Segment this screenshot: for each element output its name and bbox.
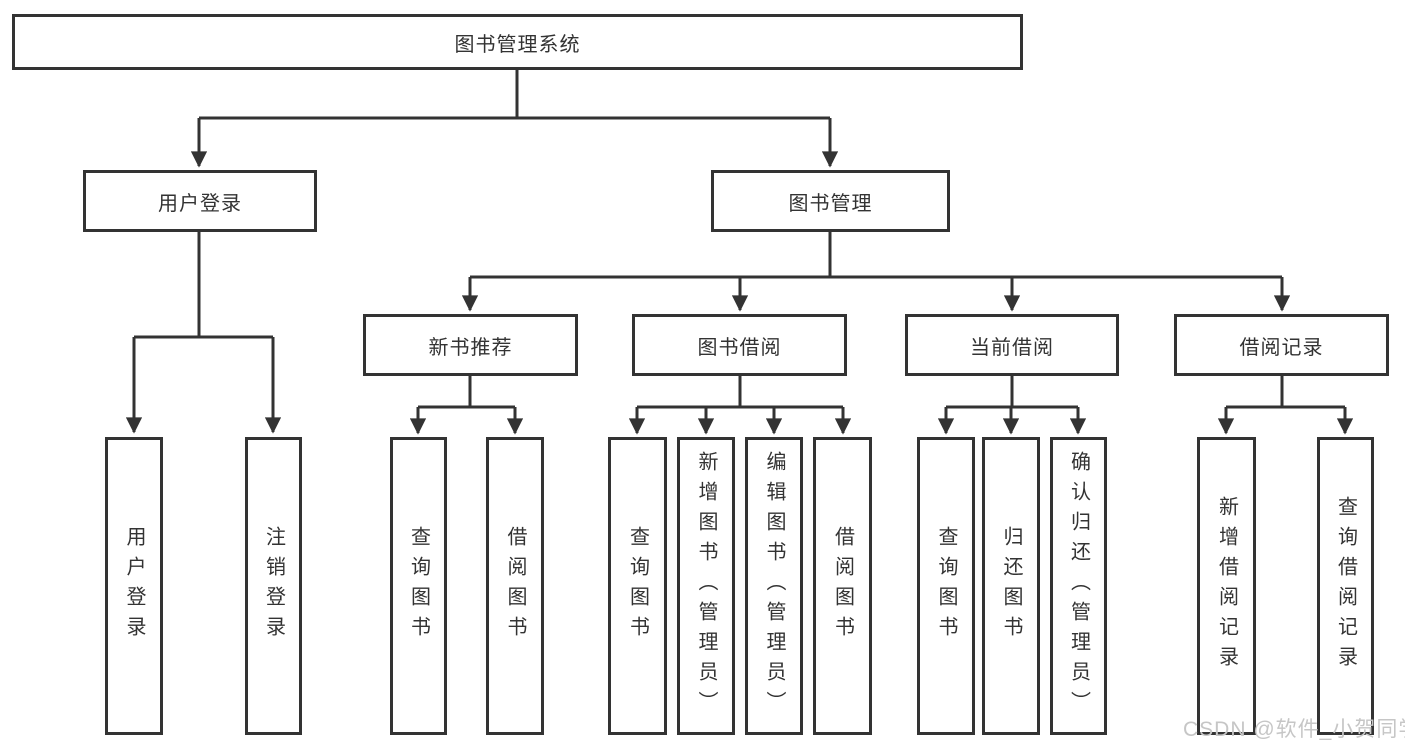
connector-new-book	[418, 376, 515, 409]
leaf-bb-add-books-admin: 新增图书（管理员）	[677, 437, 735, 735]
csdn-watermark: CSDN @软件_小贺同学	[1183, 718, 1405, 741]
leaf-nb-query-books: 查询图书	[390, 437, 447, 735]
connector-current	[946, 376, 1078, 409]
leaf-br-query-record: 查询借阅记录	[1317, 437, 1374, 735]
node-book-borrowing: 图书借阅	[632, 314, 847, 376]
leaf-logout: 注销登录	[245, 437, 302, 735]
leaf-cb-query-books: 查询图书	[917, 437, 975, 735]
connector-user-login	[134, 232, 273, 339]
leaf-bb-edit-books-admin: 编辑图书（管理员）	[745, 437, 803, 735]
node-borrow-records: 借阅记录	[1174, 314, 1389, 376]
node-current-borrowing: 当前借阅	[905, 314, 1119, 376]
connector-book-mgmt	[470, 232, 1282, 279]
leaf-cb-return-books: 归还图书	[982, 437, 1040, 735]
connector-borrowing	[637, 376, 843, 409]
leaf-bb-borrow-books: 借阅图书	[813, 437, 872, 735]
node-user-login: 用户登录	[83, 170, 317, 232]
node-root-system: 图书管理系统	[12, 14, 1023, 70]
node-book-management: 图书管理	[711, 170, 950, 232]
leaf-user-login: 用户登录	[105, 437, 163, 735]
leaf-bb-query-books: 查询图书	[608, 437, 667, 735]
leaf-br-add-record: 新增借阅记录	[1197, 437, 1256, 735]
leaf-cb-confirm-return-admin: 确认归还（管理员）	[1050, 437, 1107, 735]
connector-root	[199, 70, 830, 120]
leaf-nb-borrow-books: 借阅图书	[486, 437, 544, 735]
connector-records	[1226, 376, 1345, 409]
node-new-book-recommend: 新书推荐	[363, 314, 578, 376]
